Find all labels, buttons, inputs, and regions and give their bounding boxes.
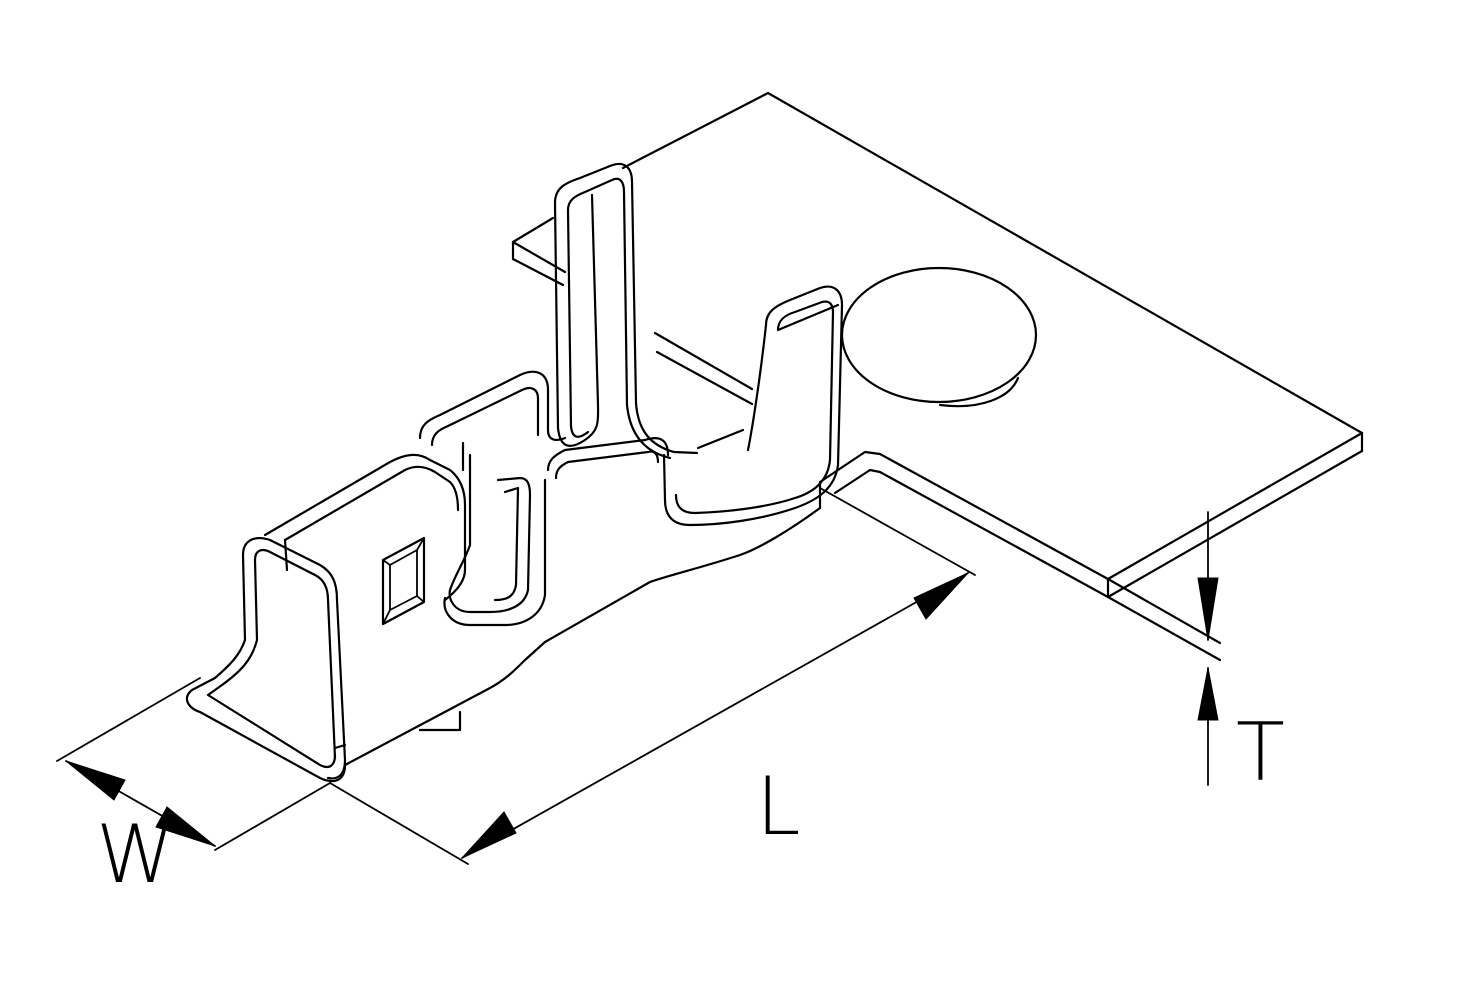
w-arrowhead-right [155, 806, 216, 847]
w-arrowhead-left [65, 760, 126, 801]
contact-box [185, 453, 467, 783]
dimension-t: T [1197, 511, 1285, 799]
dimension-w: W [56, 677, 331, 901]
insulation-crimp-wings [553, 162, 844, 527]
body-base [333, 480, 822, 767]
length-label: L [756, 760, 801, 853]
thickness-label: T [1236, 706, 1285, 799]
conductor-crimp-wings [418, 370, 670, 627]
t-arrowhead-bottom [1197, 667, 1219, 721]
ring-hole [840, 266, 1038, 408]
l-arrowhead-left [461, 811, 517, 859]
t-arrowhead-top [1197, 577, 1219, 641]
flat-tab [511, 91, 1364, 662]
dimension-l: L [329, 487, 976, 865]
l-arrowhead-right [913, 572, 969, 620]
width-label: W [96, 808, 175, 901]
